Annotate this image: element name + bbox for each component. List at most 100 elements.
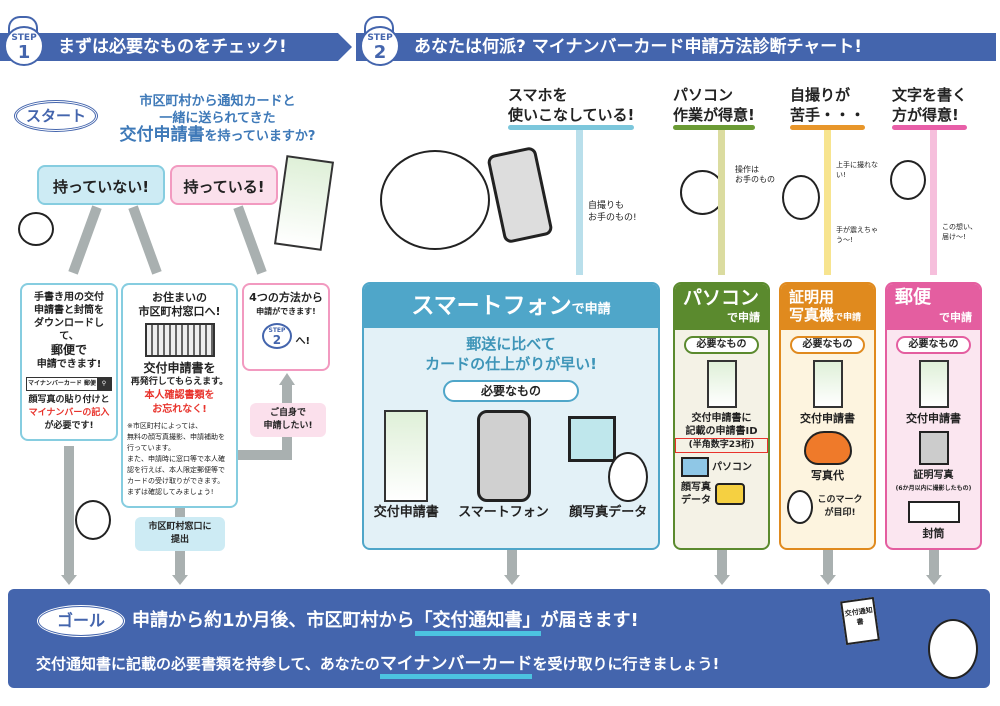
need-item: 顔写真データ	[568, 410, 649, 519]
arrow-head	[172, 575, 188, 585]
arrow-head	[61, 575, 77, 585]
post-panel: 郵便で申請 必要なもの 交付申請書 証明写真 (6か月以内に撮影したもの) 封筒	[885, 282, 982, 550]
id-photo-icon	[918, 431, 949, 465]
question-line: 市区町村から通知カードと	[139, 94, 296, 109]
arrow-head	[279, 373, 295, 385]
rabbit-icon	[928, 619, 978, 679]
arrow	[238, 450, 292, 460]
start-label: スタート	[14, 100, 98, 132]
type-post: 文字を書く方が得意!	[892, 85, 968, 130]
smartphone-panel: スマートフォンで申請 郵送に比べて カードの仕上がりが早い! 必要なもの 交付申…	[362, 282, 660, 550]
pc-panel: パソコンで申請 必要なもの 交付申請書に記載の申請書ID(半角数字23桁) パソ…	[673, 282, 770, 550]
office-submit-tag: 市区町村窓口に提出	[135, 517, 225, 551]
goal-banner: ゴール 申請から約1か月後、市区町村から「交付通知書」が届きます! 交付通知書に…	[8, 589, 990, 688]
arrow	[929, 550, 939, 575]
start-question: 市区町村から通知カードと 一緒に送られてきた 交付申請書を持っていますか?	[100, 93, 335, 145]
rabbit-smartphone-icon	[380, 150, 490, 250]
text: お住まいの	[152, 291, 207, 304]
smartphone-icon	[476, 410, 531, 502]
text: マイナンバーの記入	[28, 408, 110, 418]
text: が必要です!	[44, 421, 94, 431]
arrow	[507, 550, 517, 575]
need-item: (6か月以内に撮影したもの)	[895, 485, 972, 492]
text: 交付申請書を	[143, 361, 216, 375]
needs-label: 必要なもの	[896, 336, 971, 354]
phone-icon	[486, 145, 554, 245]
arrow	[930, 130, 937, 275]
text: 顔写真の貼り付けと	[28, 395, 110, 405]
arrow-head	[926, 575, 942, 585]
benefit-text: カードの仕上がりが早い!	[425, 355, 597, 373]
text: 市区町村窓口へ!	[138, 305, 221, 318]
text: 4つの方法から	[249, 291, 323, 304]
need-item: 封筒	[922, 527, 945, 540]
search-icon: ⚲	[97, 378, 111, 390]
bubble-text: 上手に撮れない!	[836, 161, 878, 179]
need-item: 交付申請書	[906, 412, 961, 425]
goal-line1: 申請から約1か月後、市区町村から「交付通知書」が届きます!	[132, 606, 639, 636]
need-item: パソコン	[675, 457, 768, 477]
mail-download-box: 手書き用の交付 申請書と封筒を ダウンロードして、 郵便で 申請できます! マイ…	[20, 283, 118, 441]
choice-no: 持っていない!	[37, 165, 165, 205]
form-icon	[812, 360, 843, 408]
rabbit-worried-icon	[18, 212, 54, 246]
question-line: 交付申請書を持っていますか?	[119, 125, 316, 145]
type-pc: パソコン作業が得意!	[673, 85, 755, 130]
arrow	[718, 130, 725, 275]
form-icon	[918, 360, 949, 408]
question-line: 一緒に送られてきた	[159, 111, 276, 126]
rabbit-writing-icon	[890, 160, 926, 200]
needs-label: 必要なもの	[790, 336, 865, 354]
city-hall-icon	[144, 323, 215, 357]
text: 申請できます!	[36, 359, 102, 370]
step2-title: あなたは何派? マイナンバーカード申請方法診断チャート!	[356, 33, 996, 61]
arrow-head	[820, 575, 836, 585]
need-item: 交付申請書	[800, 412, 855, 425]
camera-icon	[715, 483, 745, 505]
arrow	[68, 205, 102, 275]
arrow	[576, 130, 583, 275]
text: ダウンロードして、	[34, 318, 104, 342]
arrow	[824, 130, 831, 275]
need-item: 写真代	[811, 469, 844, 482]
bubble-text: この想い、届け〜!	[942, 223, 977, 241]
text: 本人確認書類を	[144, 390, 215, 401]
booth-panel: 証明用写真機で申請 必要なもの 交付申請書 写真代 このマークが目印!	[779, 282, 876, 550]
search-bar[interactable]: マイナンバーカード 郵便⚲	[26, 377, 112, 391]
text: 手書き用の交付	[34, 292, 104, 303]
text: お忘れなく!	[152, 404, 207, 415]
text: 申請書と封筒を	[34, 305, 104, 316]
self-apply-tag: ご自身で申請したい!	[250, 403, 326, 437]
arrow	[64, 446, 74, 575]
coin-purse-icon	[803, 431, 852, 465]
arrow	[128, 205, 162, 275]
envelope-icon	[907, 501, 960, 523]
arrow	[233, 205, 267, 275]
photo-data-icon	[568, 410, 649, 502]
arrow	[717, 550, 727, 575]
benefit-text: 郵送に比べて	[466, 335, 556, 353]
arrow-head	[714, 575, 730, 585]
rabbit-icon	[75, 500, 111, 540]
application-form-image	[273, 155, 335, 251]
step1-title: まずは必要なものをチェック!	[0, 33, 352, 61]
need-item: スマートフォン	[458, 410, 549, 519]
laptop-icon	[681, 457, 709, 477]
office-note: ※市区町村によっては、無料の顔写真撮影、申請補助を行っています。また、申請時に窓…	[127, 422, 225, 496]
text: 申請ができます!	[256, 307, 316, 316]
need-item: 証明写真	[913, 470, 954, 481]
bubble-text: 手が震えちゃう〜!	[836, 226, 878, 244]
notice-document-icon: 交付通知書	[840, 596, 880, 646]
type-smartphone: スマホを使いこなしている!	[508, 85, 635, 130]
bubble-text: 自撮りもお手のもの!	[588, 201, 637, 223]
bubble-text: 操作はお手のもの	[735, 165, 775, 184]
goal-label: ゴール	[36, 604, 126, 638]
needs-label: 必要なもの	[684, 336, 759, 354]
text: 郵便で	[50, 343, 87, 357]
